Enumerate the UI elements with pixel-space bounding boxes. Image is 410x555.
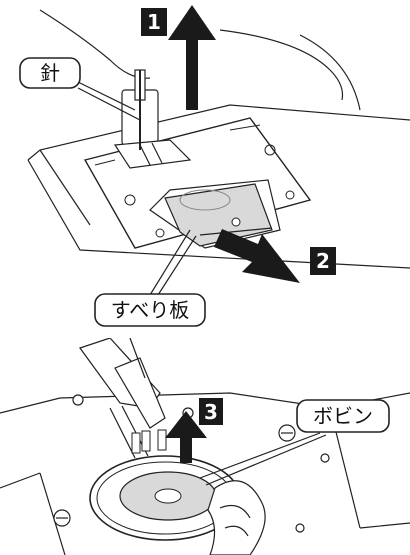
presser-foot-lower xyxy=(79,338,166,459)
hand xyxy=(207,480,266,555)
slide-plate-illustration: 1 2 針 すべり板 xyxy=(19,5,410,327)
step-badge-2: 2 xyxy=(310,247,336,275)
arrow-down-right-2 xyxy=(214,229,300,283)
label-needle: 針 xyxy=(40,61,60,85)
machine-body-outline xyxy=(27,9,410,269)
bobbin xyxy=(119,471,217,521)
label-bobbin: ボビン xyxy=(313,404,373,428)
arrow-up-1 xyxy=(168,5,216,110)
slide-plate xyxy=(149,179,281,249)
label-slide-plate: すべり板 xyxy=(111,298,190,322)
callout-slide-plate: すべり板 xyxy=(94,229,206,327)
plate-screws xyxy=(53,394,330,533)
callout-needle: 針 xyxy=(19,57,141,121)
arrow-up-3 xyxy=(165,411,207,463)
feed-dogs xyxy=(131,429,167,454)
figure-slide-plate-removal: 1 2 針 すべり板 xyxy=(19,5,410,327)
step-badge-3: 3 xyxy=(199,398,223,425)
figure-bobbin-removal: 3 ボビン xyxy=(0,338,410,555)
step-number-2: 2 xyxy=(316,249,330,273)
presser-foot xyxy=(113,69,192,169)
step-number-3: 3 xyxy=(204,400,218,424)
bobbin-illustration: 3 ボビン xyxy=(0,338,410,555)
step-badge-1: 1 xyxy=(141,8,167,36)
callout-bobbin: ボビン xyxy=(199,399,390,486)
step-number-1: 1 xyxy=(147,10,161,34)
